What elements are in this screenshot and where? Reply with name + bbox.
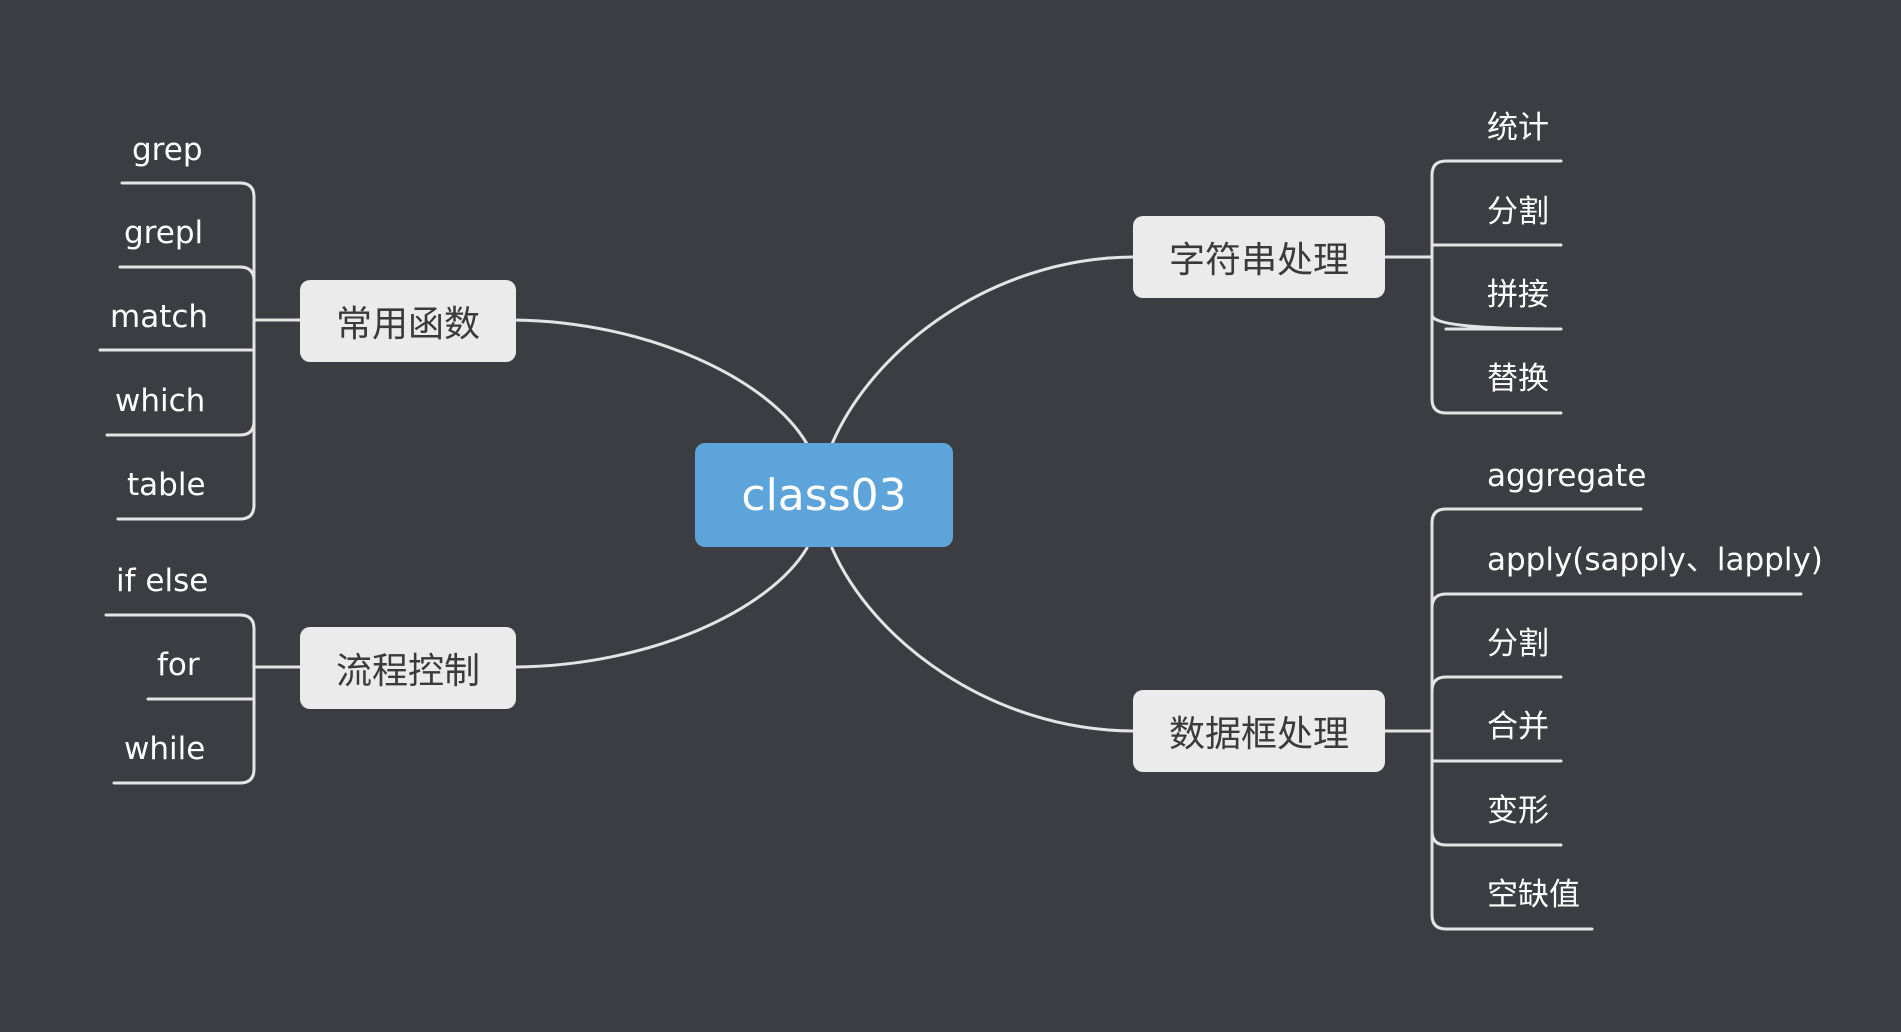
leaf-df-split[interactable]: 分割 [1487,626,1549,662]
connector-center-string-processing [830,255,1135,446]
leaf-replace[interactable]: 替换 [1487,361,1549,397]
branch-node-common-functions[interactable]: 常用函数 [300,280,516,362]
connector-center-dataframe-processing [830,546,1135,733]
leaf-split[interactable]: 分割 [1487,194,1549,230]
bracket-common-functions [98,181,302,521]
leaf-reshape[interactable]: 变形 [1487,793,1549,829]
bracket-dataframe-processing [1383,507,1803,931]
branch-node-string-processing[interactable]: 字符串处理 [1133,216,1385,298]
leaf-if-else[interactable]: if else [116,563,209,599]
leaf-for[interactable]: for [157,647,200,683]
leaf-table[interactable]: table [127,467,206,503]
leaf-while[interactable]: while [124,731,206,767]
center-node[interactable]: class03 [695,443,953,547]
leaf-grep[interactable]: grep [132,132,203,168]
bracket-flow-control [104,613,302,785]
branch-node-flow-control[interactable]: 流程控制 [300,627,516,709]
connector-center-flow-control [513,546,809,669]
bracket-string-processing [1383,159,1563,415]
leaf-concatenate[interactable]: 拼接 [1487,277,1549,313]
connector-center-common-functions [513,318,809,446]
leaf-which[interactable]: which [115,383,206,419]
leaf-grepl[interactable]: grepl [124,215,204,251]
leaf-merge[interactable]: 合并 [1487,709,1549,745]
leaf-apply[interactable]: apply(sapply、lapply) [1487,542,1823,578]
leaf-missing-values[interactable]: 空缺值 [1487,877,1580,913]
leaf-aggregate[interactable]: aggregate [1487,458,1647,494]
leaf-match[interactable]: match [110,299,209,335]
branch-node-dataframe-processing[interactable]: 数据框处理 [1133,690,1385,772]
leaf-statistics[interactable]: 统计 [1487,110,1549,146]
